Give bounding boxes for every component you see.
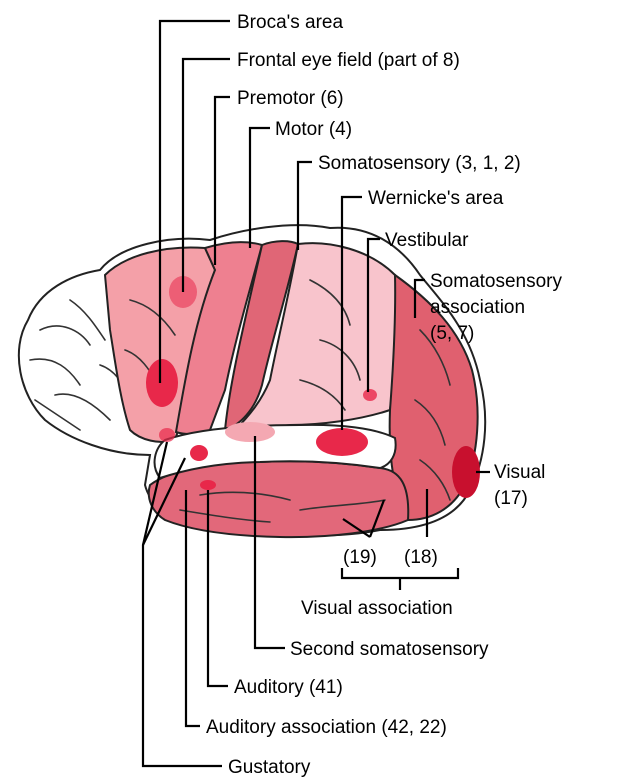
- label-somatosensory: Somatosensory (3, 1, 2): [318, 153, 521, 174]
- label-soma-assoc-3: (5, 7): [430, 323, 474, 344]
- label-premotor: Premotor (6): [237, 88, 344, 109]
- label-broca: Broca's area: [237, 12, 344, 33]
- label-wernicke: Wernicke's area: [368, 188, 504, 209]
- label-visual-1: Visual: [494, 462, 545, 483]
- second-somatosensory-spot: [225, 422, 275, 442]
- label-area-18: (18): [404, 547, 438, 568]
- label-auditory: Auditory (41): [234, 677, 343, 698]
- vestibular-spot: [363, 389, 377, 401]
- label-visual-2: (17): [494, 488, 528, 509]
- label-second-somatosensory: Second somatosensory: [290, 639, 489, 660]
- label-soma-assoc-2: association: [430, 297, 525, 318]
- brain-illustration: [19, 225, 485, 537]
- gustatory-spot: [159, 428, 175, 442]
- label-area-19: (19): [343, 547, 377, 568]
- auditory-association-spot: [190, 445, 208, 461]
- label-vestibular: Vestibular: [385, 230, 469, 251]
- label-gustatory: Gustatory: [228, 757, 311, 778]
- label-frontal-eye-field: Frontal eye field (part of 8): [237, 50, 460, 71]
- temporal-region: [149, 461, 408, 537]
- wernicke-area-spot: [316, 428, 368, 456]
- label-visual-association: Visual association: [301, 598, 453, 619]
- broca-area-spot: [146, 359, 178, 407]
- label-motor: Motor (4): [275, 119, 352, 140]
- label-soma-assoc-1: Somatosensory: [430, 271, 563, 292]
- auditory-spot: [200, 480, 216, 490]
- label-auditory-association: Auditory association (42, 22): [206, 717, 447, 738]
- visual-cortex-spot: [452, 446, 480, 498]
